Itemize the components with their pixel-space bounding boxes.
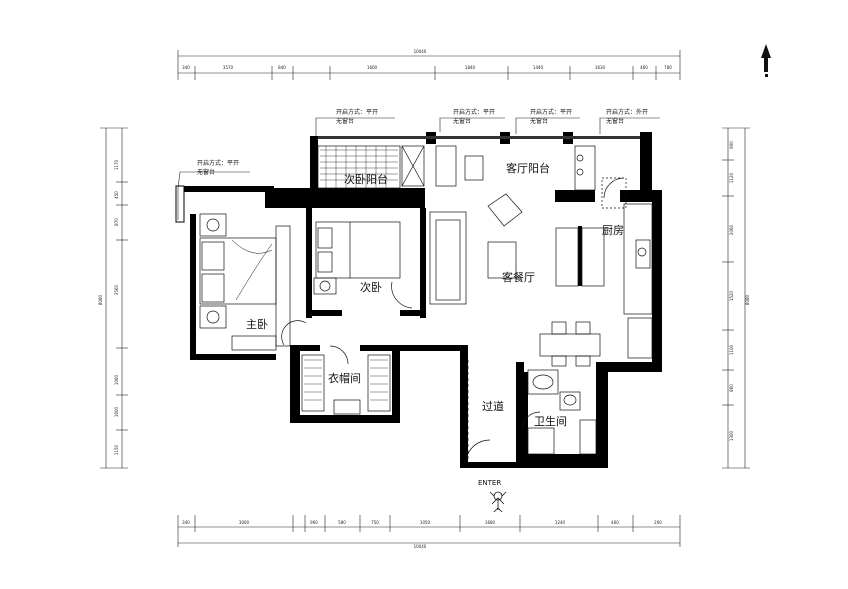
dim-bottom-9: 460	[611, 520, 619, 525]
room-second-balcony: 次卧阳台	[344, 172, 388, 186]
walls	[175, 132, 662, 468]
dim-top-4: 1600	[367, 65, 378, 70]
entry-label: ENTER	[478, 479, 501, 487]
dim-top-6: 1440	[533, 65, 544, 70]
dim-right-6: 860	[729, 384, 734, 392]
right-segment-labels: 900 1120 2060 1520 1100 860 1300	[729, 141, 734, 441]
room-second-bedroom: 次卧	[360, 280, 382, 294]
room-kitchen: 厨房	[602, 224, 624, 237]
room-living-balcony: 客厅阳台	[506, 161, 550, 175]
room-living-dining: 客餐厅	[502, 270, 535, 284]
dim-left-3: 870	[114, 218, 119, 226]
right-total-dimension: 8080	[745, 294, 750, 305]
dim-bottom-10: 200	[654, 520, 662, 525]
dim-right-1: 900	[729, 141, 734, 149]
bottom-total-dimension: 10040	[414, 544, 427, 549]
dim-top-2: 3570	[223, 65, 234, 70]
dim-left-5: 1060	[114, 374, 119, 385]
dim-top-8: 460	[640, 65, 648, 70]
window-note-5-line2: 无窗台	[197, 168, 215, 176]
dim-bottom-1: 340	[182, 520, 190, 525]
window-note-4: 开启方式：外开 无窗台	[606, 108, 648, 125]
dim-bottom-6: 1050	[420, 520, 431, 525]
window-note-3: 开启方式：平开 无窗台	[530, 108, 572, 125]
dim-bottom-5: 750	[371, 520, 379, 525]
dim-top-7: 1630	[595, 65, 606, 70]
north-arrow-icon	[761, 44, 771, 77]
window-note-1-line1: 开启方式：平开	[336, 108, 378, 116]
window-note-1: 开启方式：平开 无窗台	[336, 108, 378, 125]
dim-bottom-7: 1680	[485, 520, 496, 525]
dim-bottom-4: 580	[338, 520, 346, 525]
dim-left-2: 450	[114, 191, 119, 199]
dim-left-6: 1600	[114, 406, 119, 417]
furniture	[199, 145, 653, 461]
window-note-1-line2: 无窗台	[336, 117, 354, 125]
dim-top-3: 840	[278, 65, 286, 70]
dim-left-1: 1170	[114, 159, 119, 170]
window-note-5: 开启方式：平开 无窗台	[197, 159, 239, 176]
left-dimension-lines	[100, 127, 128, 469]
room-corridor: 过道	[482, 399, 504, 413]
dim-right-2: 1120	[729, 172, 734, 183]
dim-bottom-2: 3000	[239, 520, 250, 525]
dim-right-5: 1100	[729, 344, 734, 355]
window-note-5-line1: 开启方式：平开	[197, 159, 239, 167]
window-callouts	[177, 117, 660, 220]
room-master-bedroom: 主卧	[246, 318, 268, 331]
dim-left-4: 3560	[114, 284, 119, 295]
dim-left-7: 1150	[114, 444, 119, 455]
entry-person-icon	[489, 491, 507, 513]
bottom-dimension-lines	[177, 515, 681, 547]
window-note-2-line1: 开启方式：平开	[453, 108, 495, 116]
dim-top-1: 340	[182, 65, 190, 70]
left-segment-labels: 1170 450 870 3560 1060 1600 1150	[114, 159, 119, 455]
top-dimension-lines	[177, 50, 681, 80]
dim-bottom-3: 900	[310, 520, 318, 525]
room-closet: 衣帽间	[328, 371, 361, 385]
window-note-4-line2: 无窗台	[606, 117, 624, 125]
dim-bottom-8: 1240	[555, 520, 566, 525]
bottom-segment-labels: 340 3000 900 580 750 1050 1680 1240 460 …	[182, 520, 662, 525]
right-dimension-lines	[722, 127, 750, 469]
top-total-dimension: 10040	[414, 49, 427, 54]
dim-top-9: 780	[664, 65, 672, 70]
window-note-4-line1: 开启方式：外开	[606, 108, 648, 116]
dim-top-5: 1840	[465, 65, 476, 70]
room-bathroom: 卫生间	[534, 414, 567, 428]
window-note-3-line1: 开启方式：平开	[530, 108, 572, 116]
window-note-2-line2: 无窗台	[453, 117, 471, 125]
window-note-3-line2: 无窗台	[530, 117, 548, 125]
dim-right-7: 1300	[729, 430, 734, 441]
dim-right-3: 2060	[729, 224, 734, 235]
dim-right-4: 1520	[729, 290, 734, 301]
window-note-2: 开启方式：平开 无窗台	[453, 108, 495, 125]
top-segment-labels: 340 3570 840 1600 1840 1440 1630 460 780	[182, 65, 672, 70]
left-total-dimension: 8080	[98, 294, 103, 305]
